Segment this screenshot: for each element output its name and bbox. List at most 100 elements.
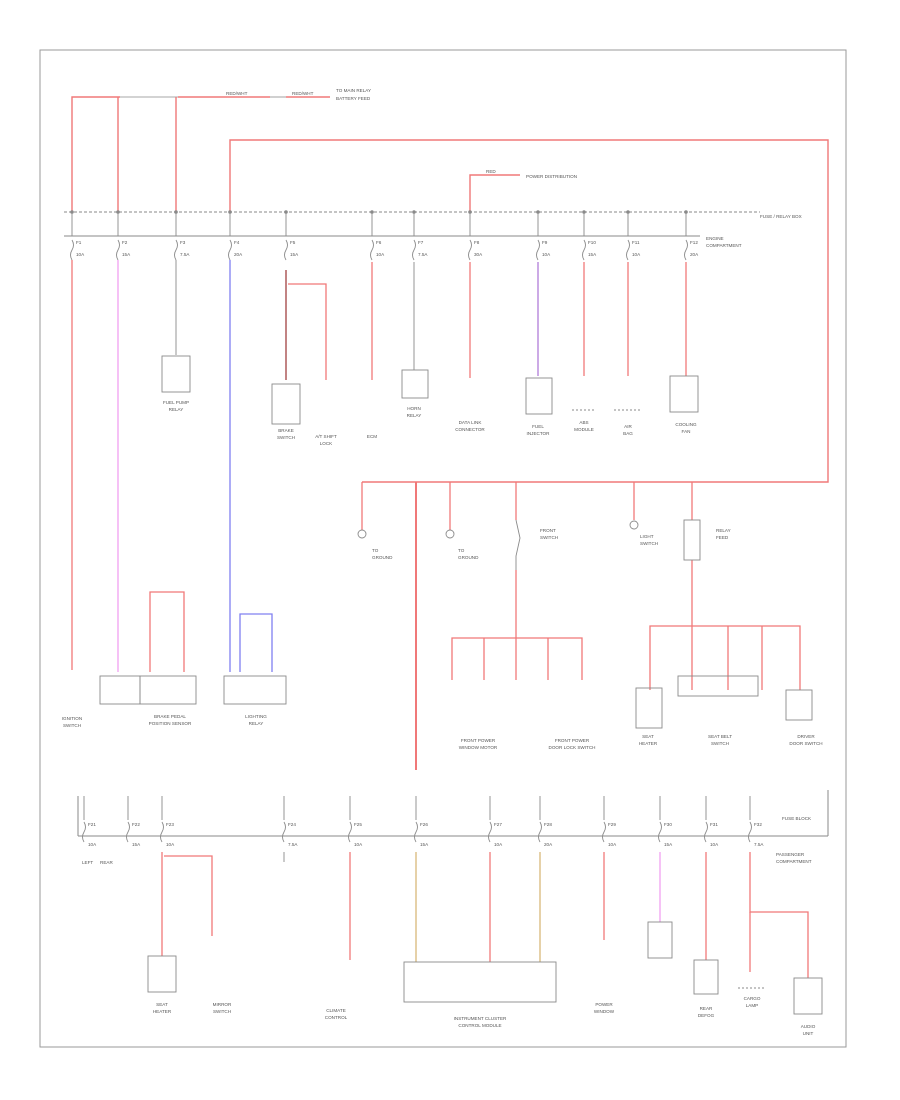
component-label-2: INJECTOR [527, 431, 551, 436]
fuse-rating: 30A [474, 252, 483, 257]
component-label-2: FEED [716, 535, 729, 540]
top-feed-label-2: RED/WHT [292, 91, 314, 96]
fuse-id: F7 [418, 240, 424, 245]
right-feed-dest: POWER DISTRIBUTION [526, 174, 577, 179]
middle-branch-wires [361, 482, 801, 770]
component-label-2: BAG [623, 431, 633, 436]
component-label: DATA LINK [459, 420, 483, 425]
fuse-symbol-icon [414, 821, 418, 843]
caption-label-2: DOOR LOCK SWITCH [549, 745, 596, 750]
splice-dot [626, 210, 630, 214]
splice-dot [536, 210, 540, 214]
splice-dot [174, 210, 178, 214]
fuse-id: F23 [166, 822, 174, 827]
abs-module-box [525, 377, 553, 415]
component-label-2: RELAY [169, 407, 184, 412]
component-label: AIR [624, 424, 632, 429]
lower-component-boxes [147, 921, 823, 1015]
component-label-2: LAMP [746, 1003, 759, 1008]
splice-dot [468, 210, 472, 214]
fuse-id: F12 [690, 240, 698, 245]
upper-component-boxes [161, 355, 699, 425]
fuse-id: F2 [122, 240, 128, 245]
fuse-rating: 7.5A [180, 252, 190, 257]
diagram-border [39, 49, 847, 1048]
component-label-2: DEFOG [698, 1013, 715, 1018]
light-switch-symbol [629, 520, 639, 530]
upper-branch-wires [71, 260, 687, 672]
fuse-id: F22 [132, 822, 140, 827]
caption-label: SEAT BELT [708, 734, 732, 739]
fuse-symbol-icon [538, 821, 542, 843]
fuse-symbol-icon [282, 821, 286, 843]
fuse-box-1-title: FUSE / RELAY BOX [760, 214, 802, 219]
power-window-box [647, 921, 673, 959]
component-label: A/T SHIFT [315, 434, 337, 439]
bottom-left-label-2: REAR [100, 860, 113, 865]
fuse-symbol-icon [174, 239, 178, 261]
fuse-rating: 10A [88, 842, 97, 847]
component-label: LIGHT [640, 534, 654, 539]
lower-component-6: REAR DEFOG [698, 1006, 715, 1018]
fuse-rating: 20A [234, 252, 243, 257]
component-label: REAR [700, 1006, 713, 1011]
fuse-rating: 10A [76, 252, 85, 257]
fuse-symbol-icon [582, 239, 586, 261]
component-label: INSTRUMENT CLUSTER [454, 1016, 507, 1021]
component-label-2: CONTROL MODULE [458, 1023, 501, 1028]
component-label-2: LOCK [320, 441, 333, 446]
component-label: BRAKE PEDAL [154, 714, 186, 719]
upper-component-7: FUEL INJECTOR [527, 424, 551, 436]
ignition-switch-box [99, 675, 141, 705]
component-label-2: FAN [682, 429, 691, 434]
fuse-box-2-title-2: PASSENGER [776, 852, 805, 857]
component-label: FUEL [532, 424, 544, 429]
fuse-3: F37.5A [174, 210, 190, 261]
splice-dot [582, 210, 586, 214]
front-switch-symbol [515, 519, 521, 570]
cooling-fan-box [669, 375, 699, 413]
fuse-symbol-icon [626, 239, 630, 261]
fuse-symbol-icon [536, 239, 540, 261]
fuse-box-1-title-3: COMPARTMENT [706, 243, 742, 248]
component-label: TO [372, 548, 379, 553]
caption-label-2: WINDOW MOTOR [459, 745, 498, 750]
component-label-2: RELAY [249, 721, 264, 726]
splice-dot [116, 210, 120, 214]
fuse-symbol-icon [116, 239, 120, 261]
fuse-box-1-title-2: ENGINE [706, 236, 724, 241]
fuse-rating: 15A [132, 842, 141, 847]
relay-feed-symbol [683, 519, 701, 561]
component-label-2: CONTROL [325, 1015, 348, 1020]
fuel-pump-relay-box [161, 355, 191, 393]
bottom-left-label-1: LEFT [82, 860, 93, 865]
caption-label-2: DOOR SWITCH [789, 741, 822, 746]
component-label: POWER [595, 1002, 613, 1007]
fuse-symbol-icon [126, 821, 130, 843]
